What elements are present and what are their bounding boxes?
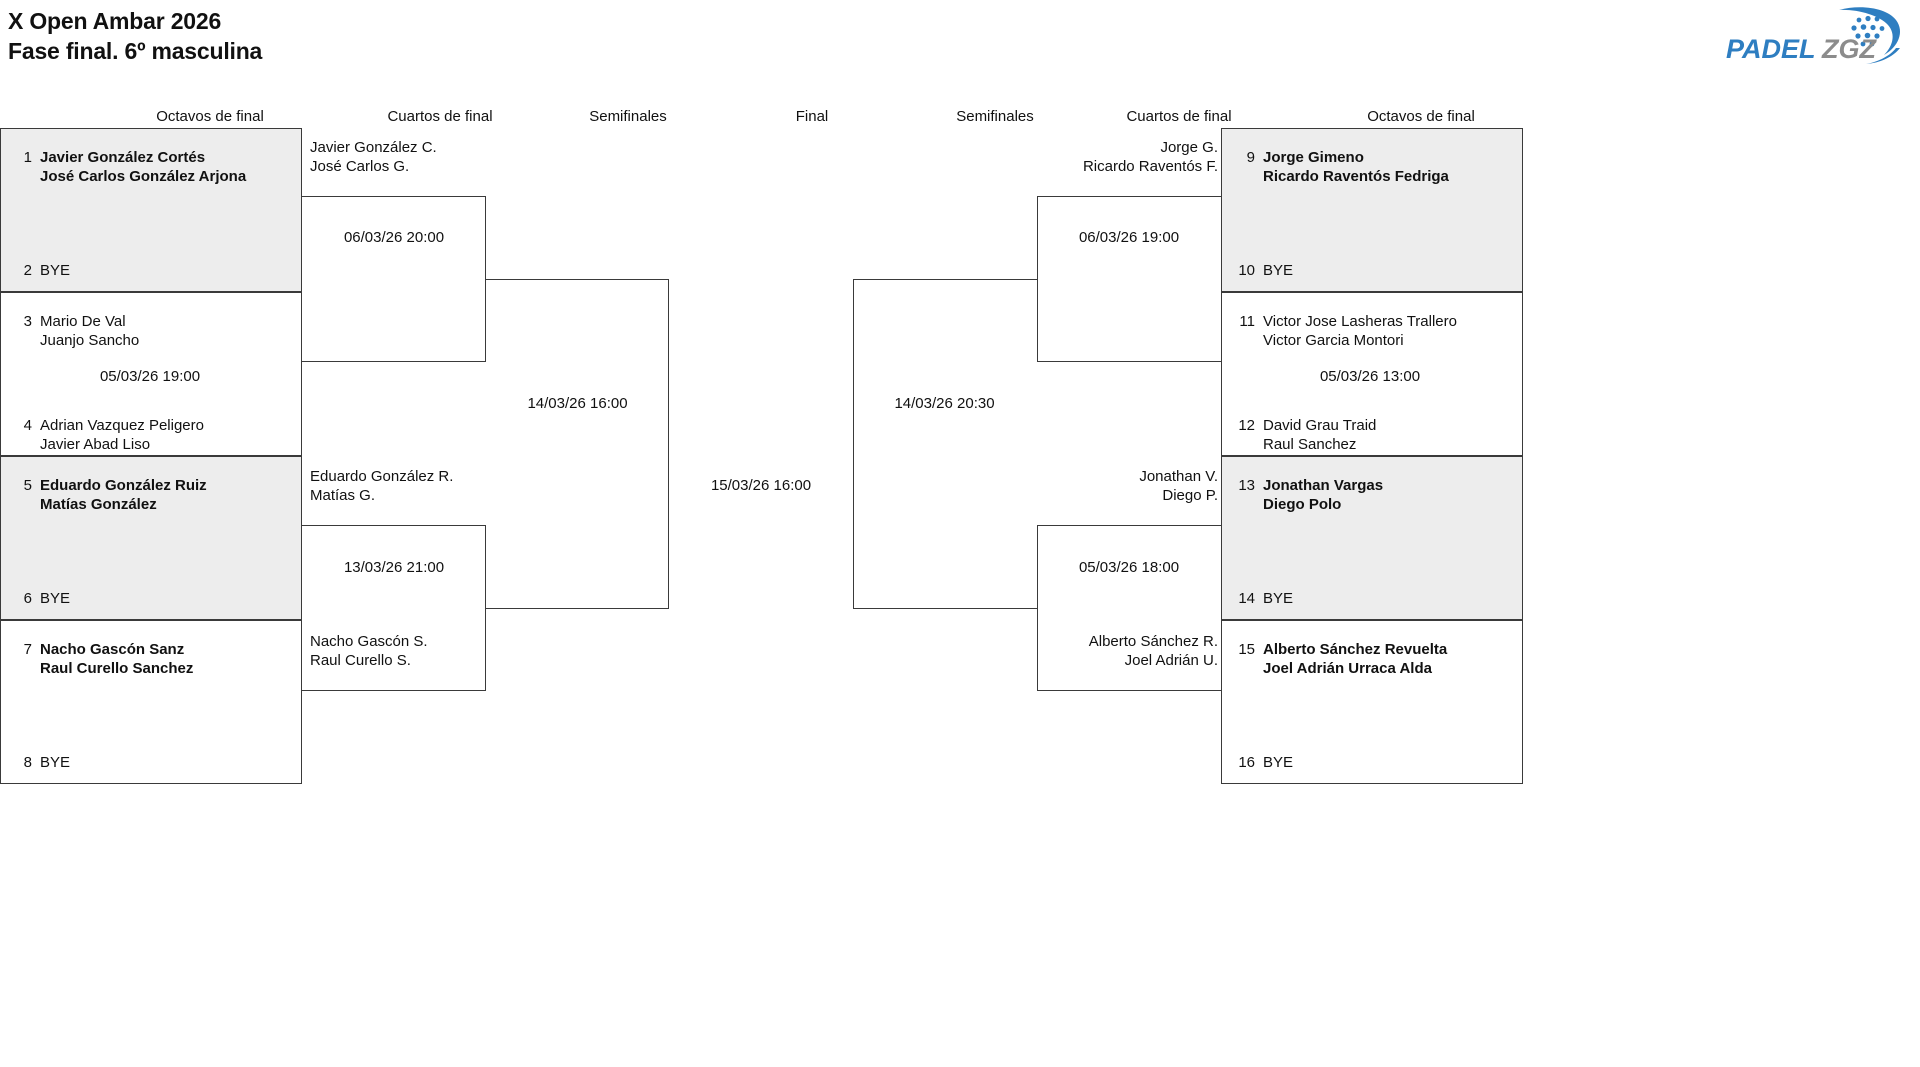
left-octavos-1-bottom: 2 BYE <box>6 261 296 280</box>
left-cuartos-1-names: Javier González C.José Carlos G. <box>310 139 437 175</box>
left-octavos-match-1[interactable] <box>0 128 302 292</box>
right-semis-box[interactable] <box>853 279 1037 609</box>
right-octavos-3-bottom: 14 BYE <box>1225 589 1293 608</box>
seed-number: 12 <box>1238 417 1255 434</box>
team-names: BYE <box>40 754 71 771</box>
left-cuartos-lower-names: Nacho Gascón S.Raul Curello S. <box>310 633 428 669</box>
seed-number: 2 <box>23 262 32 279</box>
seed-number: 4 <box>23 417 32 434</box>
seed-number: 3 <box>23 313 32 330</box>
right-octavos-2-time: 05/03/26 13:00 <box>1319 368 1421 385</box>
logo-text-zgz: ZGZ <box>1821 34 1877 64</box>
page-title: X Open Ambar 2026 Fase final. 6º masculi… <box>8 6 262 66</box>
seed-number: 16 <box>1238 754 1255 771</box>
seed-number: 1 <box>23 149 32 166</box>
padelzgz-logo: PADEL ZGZ <box>1700 4 1910 70</box>
round-header-left-cuartos: Cuartos de final <box>387 108 493 125</box>
team-names: BYE <box>1263 754 1294 771</box>
seed-number: 6 <box>23 590 32 607</box>
left-semis-time: 14/03/26 16:00 <box>527 395 628 412</box>
left-octavos-match-2[interactable] <box>0 292 302 456</box>
right-cuartos-1-box[interactable] <box>1037 196 1222 362</box>
team-names: BYE <box>40 590 71 607</box>
left-octavos-match-3[interactable] <box>0 456 302 620</box>
left-octavos-4-bottom: 8 BYE <box>6 753 296 772</box>
left-cuartos-2-names: Eduardo González R.Matías G. <box>310 468 454 504</box>
seed-number: 13 <box>1238 477 1255 494</box>
team-names: BYE <box>1263 590 1294 607</box>
right-cuartos-2-time: 05/03/26 18:00 <box>1078 559 1180 576</box>
left-cuartos-2-time: 13/03/26 21:00 <box>343 559 445 576</box>
seed-number: 7 <box>23 641 32 658</box>
seed-number: 5 <box>23 477 32 494</box>
seed-number: 9 <box>1246 149 1255 166</box>
seed-number: 8 <box>23 754 32 771</box>
team-names: BYE <box>40 262 71 279</box>
round-header-final: Final <box>795 108 829 125</box>
tournament-name: X Open Ambar 2026 <box>8 8 222 34</box>
seed-number: 10 <box>1238 262 1255 279</box>
logo-text-padel: PADEL <box>1726 34 1816 64</box>
tournament-phase: Fase final. 6º masculina <box>8 38 263 64</box>
round-header-right-semis: Semifinales <box>956 108 1034 125</box>
right-octavos-match-1[interactable] <box>1221 128 1523 292</box>
left-semis-box[interactable] <box>485 279 669 609</box>
right-octavos-1-bottom: 10 BYE <box>1225 261 1293 280</box>
final-time: 15/03/26 16:00 <box>710 477 812 494</box>
right-cuartos-1-names: Jorge G.Ricardo Raventós F. <box>1082 139 1218 175</box>
round-header-left-semis: Semifinales <box>589 108 667 125</box>
right-cuartos-1-time: 06/03/26 19:00 <box>1078 229 1180 246</box>
seed-number: 15 <box>1238 641 1255 658</box>
seed-number: 14 <box>1238 590 1255 607</box>
seed-number: 11 <box>1239 313 1255 330</box>
right-octavos-match-2[interactable] <box>1221 292 1523 456</box>
round-header-left-octavos: Octavos de final <box>156 108 264 125</box>
left-octavos-2-time: 05/03/26 19:00 <box>99 368 201 385</box>
left-octavos-match-4[interactable] <box>0 620 302 784</box>
left-octavos-3-bottom: 6 BYE <box>6 589 296 608</box>
left-cuartos-1-box[interactable] <box>301 196 486 362</box>
round-header-right-cuartos: Cuartos de final <box>1126 108 1232 125</box>
logo-dots-icon <box>1851 15 1885 47</box>
right-octavos-match-3[interactable] <box>1221 456 1523 620</box>
right-cuartos-2-names: Jonathan V.Diego P. <box>1139 468 1218 504</box>
right-octavos-match-4[interactable] <box>1221 620 1523 784</box>
left-cuartos-1-time: 06/03/26 20:00 <box>343 229 445 246</box>
round-header-right-octavos: Octavos de final <box>1367 108 1475 125</box>
team-names: BYE <box>1263 262 1294 279</box>
right-octavos-4-bottom: 16 BYE <box>1225 753 1293 772</box>
right-cuartos-2-box[interactable] <box>1037 525 1222 691</box>
right-semis-time: 14/03/26 20:30 <box>894 395 995 412</box>
logo-swoosh-icon <box>1839 7 1901 64</box>
right-cuartos-lower-names: Alberto Sánchez R.Joel Adrián U. <box>1088 633 1218 669</box>
